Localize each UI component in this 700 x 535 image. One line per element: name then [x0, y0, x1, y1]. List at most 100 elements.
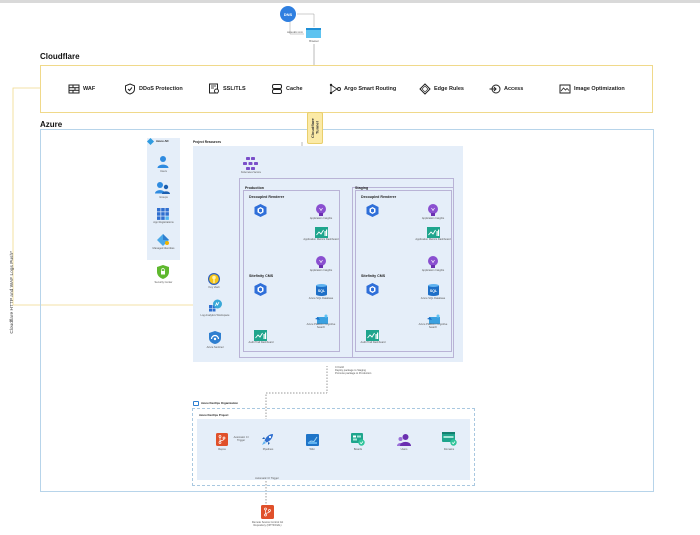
sql-database-icon: SQL	[428, 283, 439, 296]
cognitive-search-icon	[315, 311, 328, 324]
staging-env-box	[352, 187, 454, 358]
groups-icon	[155, 181, 170, 194]
sql-database-label: Azure SQL Database	[420, 297, 446, 300]
edge-rules-icon	[419, 83, 431, 95]
aad-item-app-registrations: App Registrations	[153, 221, 174, 224]
feature-cache: Cache	[271, 83, 303, 95]
feature-label: WAF	[83, 86, 96, 92]
feature-ssl: SSL/TLS	[208, 83, 246, 95]
devops-item-pipelines: Pipelines	[262, 448, 274, 451]
metrics-dashboard-label: Application Metrics Dashboard	[303, 238, 339, 241]
renderer-kubernetes-icon[interactable]	[366, 204, 379, 217]
cms-title: Sitefinity CMS	[361, 274, 386, 278]
firewall-icon	[68, 84, 80, 94]
security-center-icon	[157, 265, 169, 279]
metrics-dashboard-icon	[315, 225, 328, 238]
cms-app-insights-icon	[316, 255, 326, 268]
feature-image-optimization: Image Optimization	[559, 83, 625, 95]
devops-item-boards: Boards	[353, 448, 363, 451]
cd-step: Promote package to Production	[335, 372, 372, 375]
shield-check-icon	[125, 83, 135, 95]
project-resources-title: Project Resources	[193, 140, 221, 144]
devops-item-wiki: Wiki	[309, 448, 315, 451]
security-center-label: Security Center	[154, 281, 173, 284]
feature-waf: WAF	[68, 83, 95, 95]
aad-item-groups: Groups	[159, 196, 168, 199]
cognitive-search-label: Azure Platform Cognitive Search	[306, 323, 336, 329]
users-icon	[157, 155, 169, 168]
cms-app-insights-icon	[428, 255, 438, 268]
ci-trigger-label: Automatic CI Trigger	[233, 436, 249, 442]
production-inner-box	[243, 190, 340, 352]
audit-dashboard-icon	[366, 328, 379, 341]
feature-label: DDoS Protection	[139, 86, 183, 92]
cd-step: CI build	[335, 366, 344, 369]
cms-kubernetes-icon[interactable]	[366, 283, 379, 296]
kubernetes-label: Kubernetes Service	[240, 172, 262, 174]
audit-dashboard-label: Audit Trail Dashboard	[360, 341, 386, 344]
feature-label: Access	[504, 86, 524, 92]
staging-environment: Decoupled Renderer Application Insights …	[355, 190, 452, 352]
remote-repo-label: Remote Source Control Git Repository (OP…	[251, 521, 284, 527]
feature-label: Cache	[286, 86, 303, 92]
cd-steps-list: CI build Deploy package to Staging Promo…	[335, 366, 371, 375]
feature-ddos: DDoS Protection	[124, 83, 183, 95]
renderer-kubernetes-icon[interactable]	[254, 204, 267, 217]
staging-inner-box	[355, 190, 452, 352]
svg-text:SQL: SQL	[430, 289, 438, 293]
feature-label: Image Optimization	[574, 86, 625, 92]
managed-identities-icon	[157, 233, 170, 246]
dns-domain: www.abc.com	[287, 31, 303, 34]
browser-label: Browser	[309, 40, 319, 43]
key-vault-icon	[208, 272, 220, 285]
pipelines-icon[interactable]	[261, 433, 274, 446]
cloudflare-title: Cloudflare	[40, 52, 80, 61]
domains-icon[interactable]	[442, 432, 457, 446]
cms-app-insights-label: Application Insights	[309, 269, 333, 272]
dns-label: DNS	[283, 11, 293, 17]
cms-app-insights-label: Application Insights	[421, 269, 445, 272]
sql-database-label: Azure SQL Database	[308, 297, 334, 300]
sql-database-icon: SQL	[316, 283, 327, 296]
devops-org-icon	[193, 401, 199, 406]
azure-ad-title: Azure AD	[156, 139, 169, 143]
ci-trigger-label-bottom: Automatic CI Trigger	[255, 477, 279, 480]
kubernetes-icon	[243, 157, 258, 170]
production-environment: Decoupled Renderer Application Insights …	[243, 190, 340, 352]
devops-org-title: Azure DevOps Organization	[201, 401, 238, 405]
feature-argo: Argo Smart Routing	[329, 83, 396, 95]
devops-users-icon[interactable]	[397, 433, 411, 446]
aad-item-users: Users	[160, 170, 167, 173]
production-title: Production	[245, 186, 264, 190]
cloudflare-tunnel: Cloudflare Tunnel	[307, 112, 323, 144]
remote-repo-icon	[261, 505, 274, 519]
devops-org-box	[192, 408, 475, 486]
aad-item-managed-identities: Managed Identities	[152, 247, 175, 250]
cognitive-search-label: Azure Platform Cognitive Search	[418, 323, 448, 329]
devops-project-panel	[197, 419, 470, 480]
sentinel-icon	[209, 331, 221, 344]
wiki-icon[interactable]	[306, 433, 319, 446]
metrics-dashboard-icon	[427, 225, 440, 238]
devops-item-repos: Repos	[218, 448, 226, 451]
top-bar	[0, 0, 700, 3]
browser-icon	[306, 28, 321, 38]
log-analytics-label: Log Analytics Workspace	[200, 314, 230, 317]
renderer-title: Decoupled Renderer	[249, 195, 285, 199]
azure-box	[40, 129, 654, 492]
feature-label: Edge Rules	[434, 86, 464, 92]
cms-kubernetes-icon[interactable]	[254, 283, 267, 296]
cognitive-search-icon	[427, 311, 440, 324]
azure-title: Azure	[40, 120, 63, 129]
cms-title: Sitefinity CMS	[249, 274, 274, 278]
svg-text:SQL: SQL	[318, 289, 326, 293]
devops-project-title: Azure DevOps Project	[199, 413, 229, 417]
routing-icon	[329, 83, 341, 95]
devops-item-domains: Domains	[443, 448, 455, 451]
log-analytics-icon	[209, 299, 222, 312]
feature-label: Argo Smart Routing	[344, 86, 397, 92]
boards-icon[interactable]	[351, 433, 365, 446]
dns-node: DNS	[280, 6, 296, 22]
repos-icon[interactable]	[216, 433, 228, 446]
image-icon	[559, 84, 571, 94]
